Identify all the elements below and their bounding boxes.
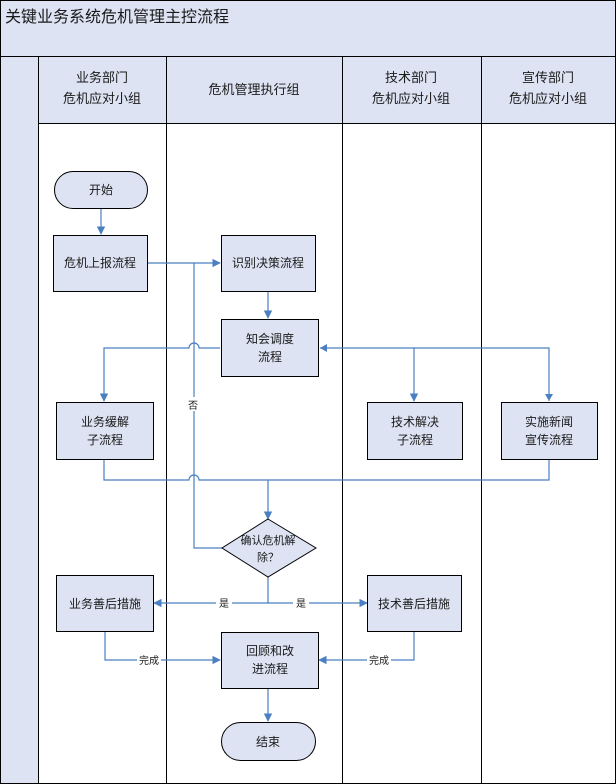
- lane-header-business-line2: 危机应对小组: [63, 91, 141, 107]
- diagram-title: 关键业务系统危机管理主控流程: [5, 7, 229, 26]
- node-review-line1: 回顾和改: [246, 644, 294, 658]
- node-tech-after-label: 技术善后措施: [378, 596, 450, 611]
- edge-notify-publicity: [414, 347, 550, 401]
- node-biz-after-label: 业务善后措施: [69, 596, 141, 611]
- node-publicity-line1: 实施新闻: [525, 414, 573, 429]
- node-tech-solve-line1: 技术解决: [391, 415, 439, 429]
- edge-loop-no: [193, 263, 222, 549]
- node-end-label: 结束: [256, 735, 280, 749]
- node-biz-mitigate-line1: 业务缓解: [81, 414, 129, 429]
- lane-header-tech-line2: 危机应对小组: [372, 91, 450, 107]
- left-margin-column: [0, 56, 39, 784]
- node-tech-after: [367, 575, 462, 632]
- node-review-line2: 进流程: [252, 661, 288, 676]
- node-notify-label-line1: 知会调度: [246, 331, 294, 346]
- node-biz-mitigate-line2: 子流程: [87, 432, 123, 447]
- node-publicity: [501, 402, 598, 460]
- node-identify-label: 识别决策流程: [232, 255, 304, 270]
- node-biz-after: [56, 575, 154, 632]
- node-tech-solve: [367, 402, 463, 460]
- edge-tech-after-review: [318, 632, 415, 665]
- node-tech-solve-line2: 子流程: [397, 432, 433, 447]
- lane-header-business-line1: 业务部门: [76, 70, 128, 86]
- edge-biz-mitigate-merge: [103, 459, 550, 481]
- lane-header-publicity-line2: 危机应对小组: [509, 91, 587, 107]
- node-identify: [221, 235, 316, 292]
- edge-label-yes-left: 是: [219, 598, 229, 610]
- arrowhead-publicity: [545, 394, 553, 401]
- node-notify: [221, 319, 319, 377]
- node-end: [221, 722, 316, 761]
- lane-header-execution: 危机管理执行组: [208, 83, 299, 98]
- node-decision-line2: 除？: [257, 550, 279, 564]
- node-decision: [221, 518, 317, 578]
- node-start: [54, 171, 148, 209]
- lane-header-publicity-line1: 宣传部门: [522, 70, 574, 86]
- node-review: [221, 632, 319, 689]
- node-decision-line1: 确认危机解: [241, 533, 296, 547]
- arrowhead-notify-left: [320, 344, 327, 352]
- edge-label-no: 否: [188, 400, 198, 412]
- edge-label-yes-right: 是: [296, 598, 306, 610]
- lane-header-tech-line1: 技术部门: [385, 71, 437, 86]
- edge-label-done-left: 完成: [139, 654, 159, 667]
- node-report-label: 危机上报流程: [64, 255, 136, 270]
- edge-decision-biz-after: [153, 577, 269, 608]
- edge-notify-tech-solve: [320, 347, 419, 402]
- node-publicity-line2: 宣传流程: [525, 432, 573, 447]
- title-bar: [0, 0, 616, 57]
- node-report: [53, 235, 148, 292]
- edge-notify-biz-mitigate: [99, 342, 220, 402]
- lane-header-row: [38, 56, 616, 124]
- node-biz-mitigate: [56, 402, 154, 460]
- node-notify-label-line2: 流程: [258, 349, 282, 364]
- edge-biz-after-review: [104, 632, 221, 665]
- edge-label-done-right: 完成: [369, 654, 389, 667]
- node-start-label: 开始: [89, 183, 113, 197]
